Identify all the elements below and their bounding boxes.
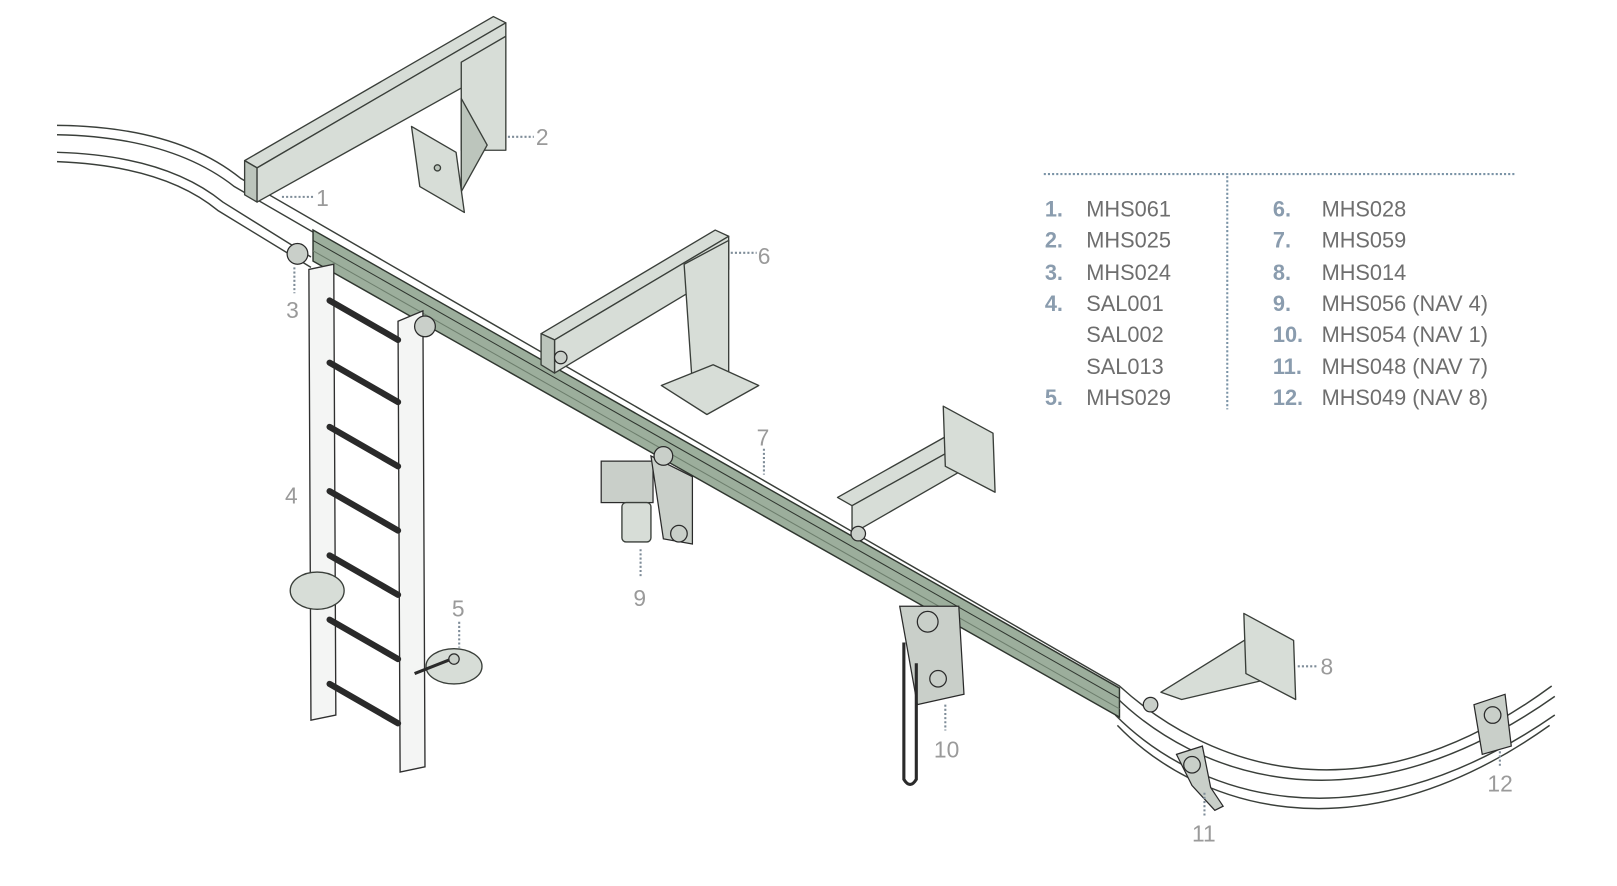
legend-number: 8.	[1273, 260, 1291, 285]
legend-code: SAL013	[1086, 354, 1163, 379]
legend-code: MHS049 (NAV 8)	[1322, 385, 1488, 410]
parts-legend: 1. MHS061 2. MHS025 3. MHS024 4. SAL001 …	[1043, 173, 1516, 411]
legend-number: 1.	[1045, 197, 1063, 222]
callout-8: 8	[1321, 654, 1334, 680]
callout-3: 3	[286, 297, 299, 323]
callout-5: 5	[452, 596, 465, 622]
callout-11: 11	[1192, 820, 1216, 846]
legend-number: 2.	[1045, 228, 1063, 253]
legend-number: 3.	[1045, 260, 1063, 285]
callout-10: 10	[934, 737, 959, 763]
callout-12: 12	[1487, 771, 1512, 797]
trolley-mhs049	[1473, 693, 1512, 756]
legend-code: MHS025	[1086, 228, 1171, 253]
legend-code: MHS056 (NAV 4)	[1322, 291, 1488, 316]
legend-right-column: 6. MHS028 7. MHS059 8. MHS014 9. MHS056 …	[1273, 197, 1488, 411]
legend-code: MHS029	[1086, 385, 1171, 410]
callout-4: 4	[285, 483, 298, 509]
legend-number: 12.	[1273, 385, 1303, 410]
callout-1: 1	[316, 185, 329, 211]
legend-left-column: 1. MHS061 2. MHS025 3. MHS024 4. SAL001 …	[1045, 197, 1171, 411]
legend-code: MHS054 (NAV 1)	[1322, 322, 1488, 347]
legend-code: MHS048 (NAV 7)	[1322, 354, 1488, 379]
trolley-mhs054	[898, 605, 965, 786]
rail-segment-mhs059	[312, 228, 1121, 719]
legend-number: 4.	[1045, 291, 1063, 316]
legend-code: MHS061	[1086, 197, 1171, 222]
legend-number: 9.	[1273, 291, 1291, 316]
legend-number: 6.	[1273, 197, 1291, 222]
callout-2: 2	[536, 124, 549, 150]
legend-code: MHS028	[1322, 197, 1407, 222]
guide-wheel-mhs029	[414, 648, 483, 685]
callout-9: 9	[633, 585, 646, 611]
legend-code: MHS059	[1322, 228, 1407, 253]
legend-code: SAL002	[1086, 322, 1163, 347]
legend-code: MHS024	[1086, 260, 1171, 285]
callouts: 1 2 3 4 5 6 7 8 9 10 11 12	[281, 124, 1513, 846]
trolley-mhs056	[600, 446, 694, 545]
legend-code: SAL001	[1086, 291, 1163, 316]
trolley-mhs048	[1175, 745, 1225, 812]
legend-number: 11.	[1273, 354, 1302, 379]
legend-code: MHS014	[1322, 260, 1407, 285]
ladder-sal	[286, 242, 436, 773]
legend-number: 5.	[1045, 385, 1063, 410]
bracket-mhs028	[540, 229, 760, 416]
legend-number: 10.	[1273, 322, 1303, 347]
bracket-mhs014	[1142, 612, 1297, 713]
callout-7: 7	[757, 425, 770, 451]
callout-6: 6	[758, 243, 771, 269]
bracket-wall-arm	[836, 405, 996, 542]
legend-number: 7.	[1273, 228, 1291, 253]
bracket-mhs025	[243, 15, 507, 214]
ladder-rungs	[326, 297, 402, 727]
